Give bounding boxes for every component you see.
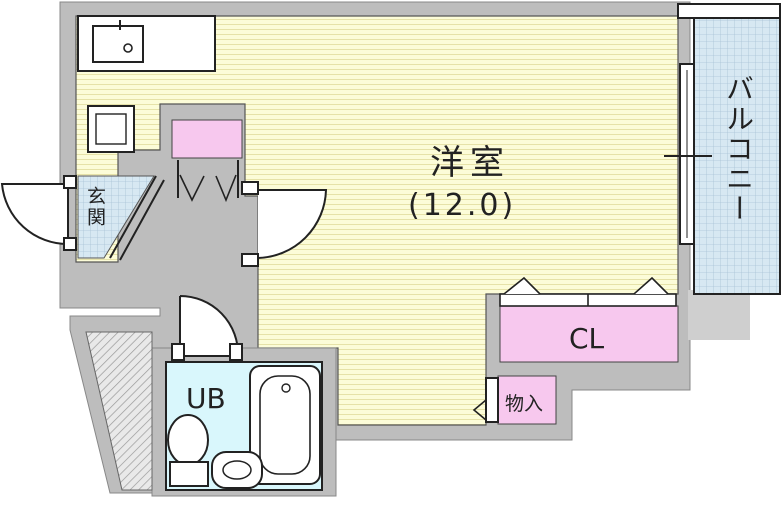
kitchen-sink: [77, 15, 216, 72]
closet-top: [171, 119, 243, 203]
unit-bath-area: [151, 347, 337, 497]
closet-cl: [499, 276, 679, 363]
balcony-label: バルコニー: [722, 74, 755, 224]
storage-closet: [472, 375, 557, 425]
storage-label: 物入: [505, 393, 544, 415]
bath-door[interactable]: [171, 295, 243, 361]
front-door[interactable]: [0, 175, 77, 251]
entrance-floor: [77, 175, 165, 261]
western-room-area: (12.0): [408, 188, 517, 223]
closet-label: CL: [569, 322, 605, 355]
unit-bath-label: UB: [186, 382, 226, 415]
inner-door[interactable]: [241, 181, 328, 267]
western-room-label: 洋室: [430, 143, 510, 183]
balcony: [664, 3, 781, 295]
washing-machine-space: [87, 105, 135, 153]
entrance-label: 玄関: [84, 186, 106, 228]
pipe-shaft: [85, 331, 153, 491]
